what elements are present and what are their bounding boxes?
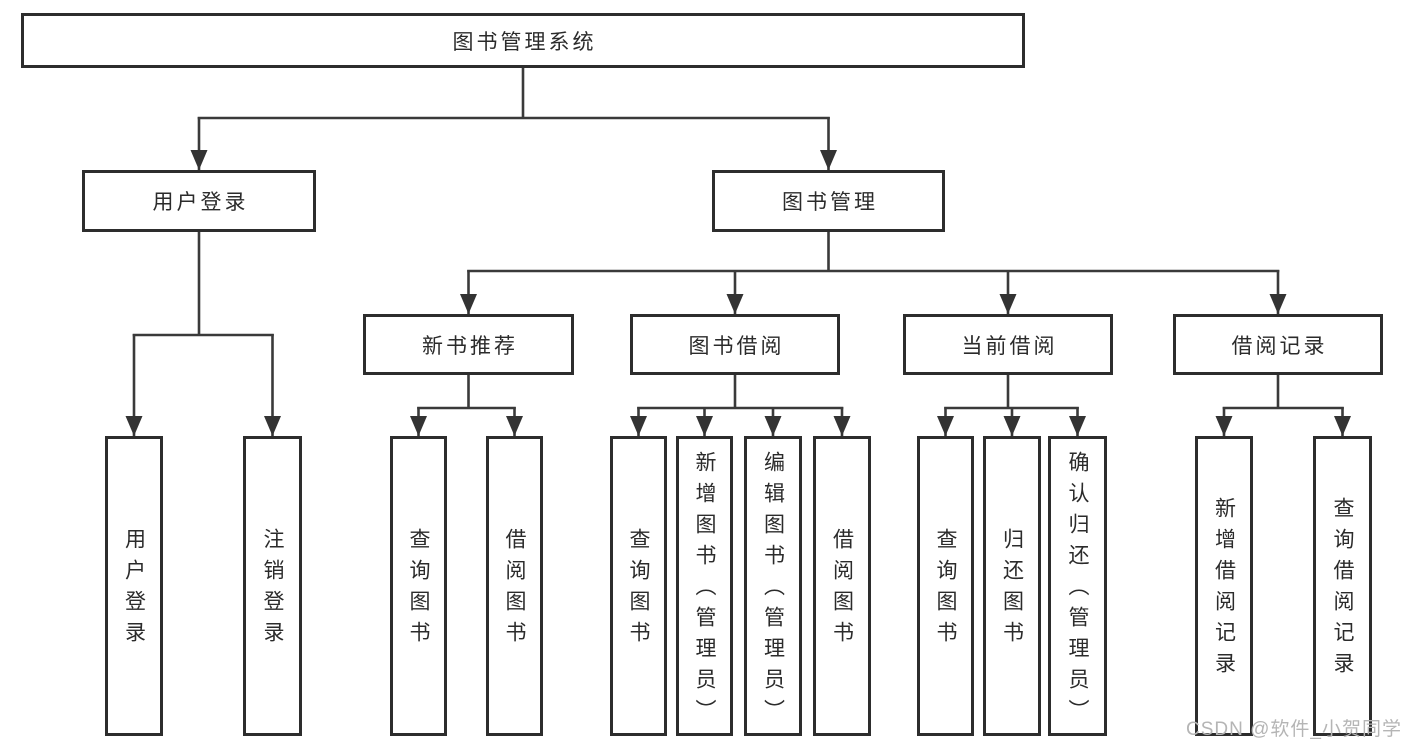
connector-current-borrow xyxy=(944,375,1079,410)
leaf-add-books-admin: 新增图书（管理员） xyxy=(676,436,733,736)
node-borrow-records: 借阅记录 xyxy=(1173,314,1383,375)
connector-book-borrow xyxy=(637,375,844,410)
leaf-logout: 注销登录 xyxy=(243,436,302,736)
leaf-borrow-books: 借阅图书 xyxy=(486,436,543,736)
node-root-library-system: 图书管理系统 xyxy=(21,13,1025,68)
connector-new-book-recommend xyxy=(417,375,516,410)
leaf-return-books: 归还图书 xyxy=(983,436,1041,736)
node-current-borrow: 当前借阅 xyxy=(903,314,1113,375)
leaf-query-borrow-record: 查询借阅记录 xyxy=(1313,436,1372,736)
csdn-watermark: CSDN @软件_小贺同学 xyxy=(1186,719,1402,740)
connector-user-login xyxy=(132,232,274,337)
leaf-add-borrow-record: 新增借阅记录 xyxy=(1195,436,1253,736)
node-new-book-recommend: 新书推荐 xyxy=(363,314,574,375)
leaf-confirm-return-admin: 确认归还（管理员） xyxy=(1048,436,1107,736)
leaf-query-books: 查询图书 xyxy=(390,436,447,736)
connector-book-management xyxy=(467,232,1280,273)
leaf-query-books: 查询图书 xyxy=(917,436,974,736)
connector-root xyxy=(197,68,830,120)
node-book-borrow: 图书借阅 xyxy=(630,314,840,375)
leaf-user-login: 用户登录 xyxy=(105,436,163,736)
leaf-borrow-books: 借阅图书 xyxy=(813,436,871,736)
node-book-management: 图书管理 xyxy=(712,170,945,232)
node-user-login: 用户登录 xyxy=(82,170,316,232)
leaf-query-books: 查询图书 xyxy=(610,436,667,736)
connector-borrow-records xyxy=(1222,375,1344,410)
leaf-edit-books-admin: 编辑图书（管理员） xyxy=(744,436,802,736)
connectors xyxy=(125,68,1351,436)
